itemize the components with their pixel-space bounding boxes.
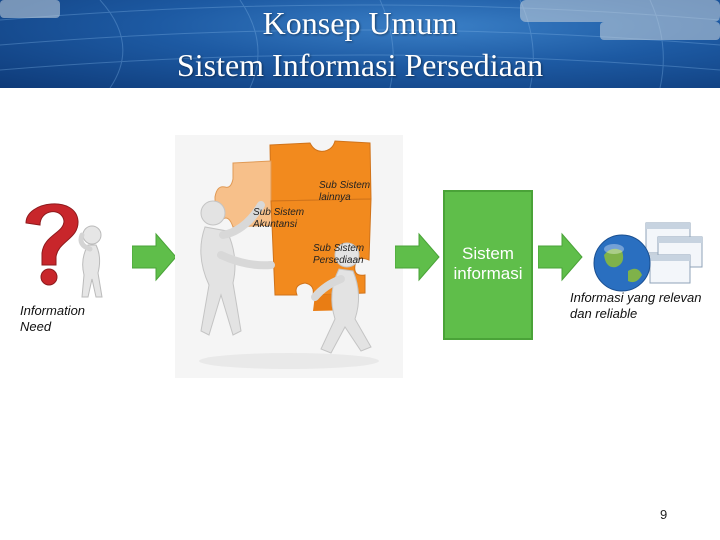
globe-windows-icon	[593, 222, 703, 292]
arrow-right-icon	[538, 232, 583, 282]
puzzle-image: Sub Sistem lainnya Sub Sistem Akuntansi …	[175, 135, 403, 378]
system-box: Sistem informasi	[443, 190, 533, 340]
slide-title-line2: Sistem Informasi Persediaan	[176, 47, 544, 83]
page-number: 9	[660, 507, 668, 522]
question-person-icon	[25, 203, 103, 298]
slide-title-line1: Konsep Umum	[262, 5, 458, 41]
puzzle-piece-persediaan-label: Sub Sistem Persediaan	[313, 243, 365, 266]
header-banner: Konsep Umum Sistem Informasi Persediaan	[0, 0, 720, 88]
puzzle-people-icon	[199, 140, 379, 369]
output-label: Informasi yang relevan dan reliable	[570, 290, 702, 321]
system-box-label: Sistem informasi	[453, 244, 523, 283]
arrow-right-icon	[132, 232, 177, 282]
puzzle-piece-lainnya-label: Sub Sistem lainnya	[319, 180, 371, 203]
puzzle-piece-akuntansi-label: Sub Sistem Akuntansi	[253, 207, 305, 230]
globe-grid-decoration	[0, 0, 720, 88]
information-need-label: Information Need	[20, 303, 86, 334]
arrow-right-icon	[395, 232, 440, 282]
